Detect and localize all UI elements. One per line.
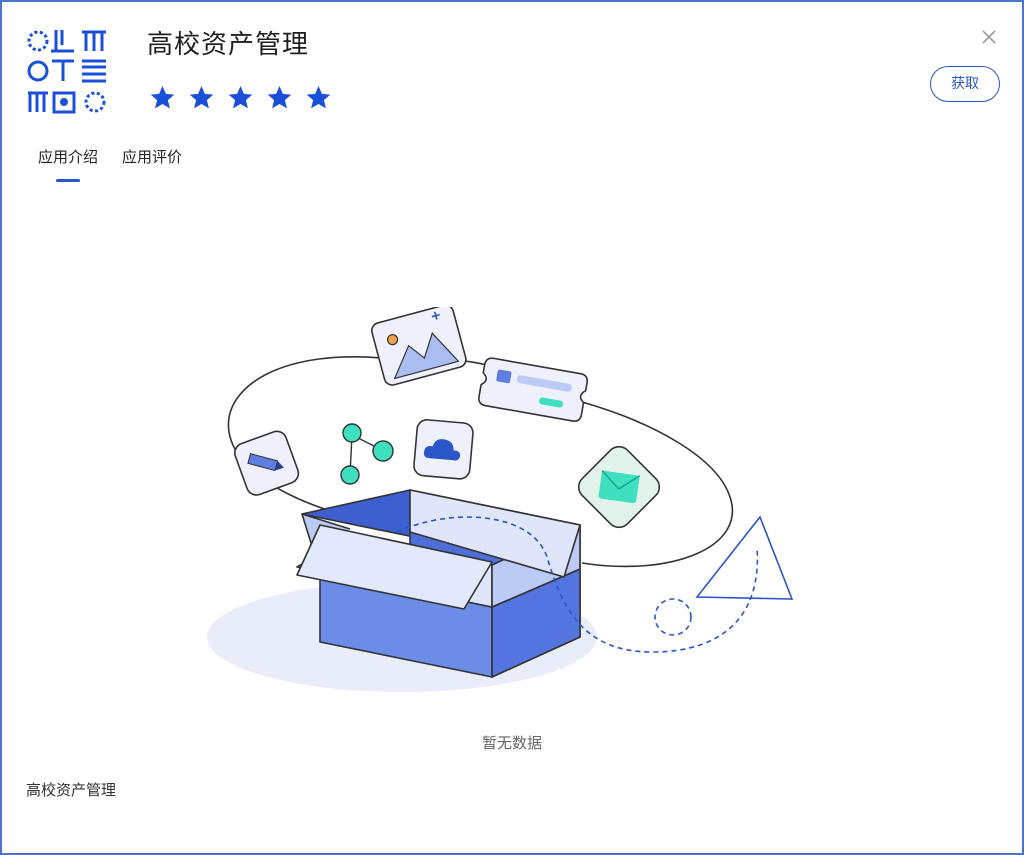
star-rating [149, 84, 332, 111]
tab-app-intro[interactable]: 应用介绍 [38, 146, 98, 182]
get-button[interactable]: 获取 [930, 66, 1000, 102]
app-logo-icon [27, 30, 106, 114]
star-icon [150, 86, 175, 109]
app-header: 高校资产管理 获取 [2, 2, 1022, 132]
star-icon [189, 86, 214, 109]
star-icon [267, 86, 292, 109]
app-title: 高校资产管理 [147, 30, 310, 60]
tab-bar: 应用介绍 应用评价 [38, 146, 182, 182]
app-description: 高校资产管理 [26, 781, 117, 799]
close-button[interactable] [978, 26, 1000, 48]
empty-box-illustration [207, 307, 794, 692]
empty-state-message: 暂无数据 [481, 734, 542, 752]
close-icon [982, 30, 996, 44]
star-icon [228, 86, 253, 109]
tab-app-reviews[interactable]: 应用评价 [122, 148, 183, 166]
star-icon [306, 86, 331, 109]
